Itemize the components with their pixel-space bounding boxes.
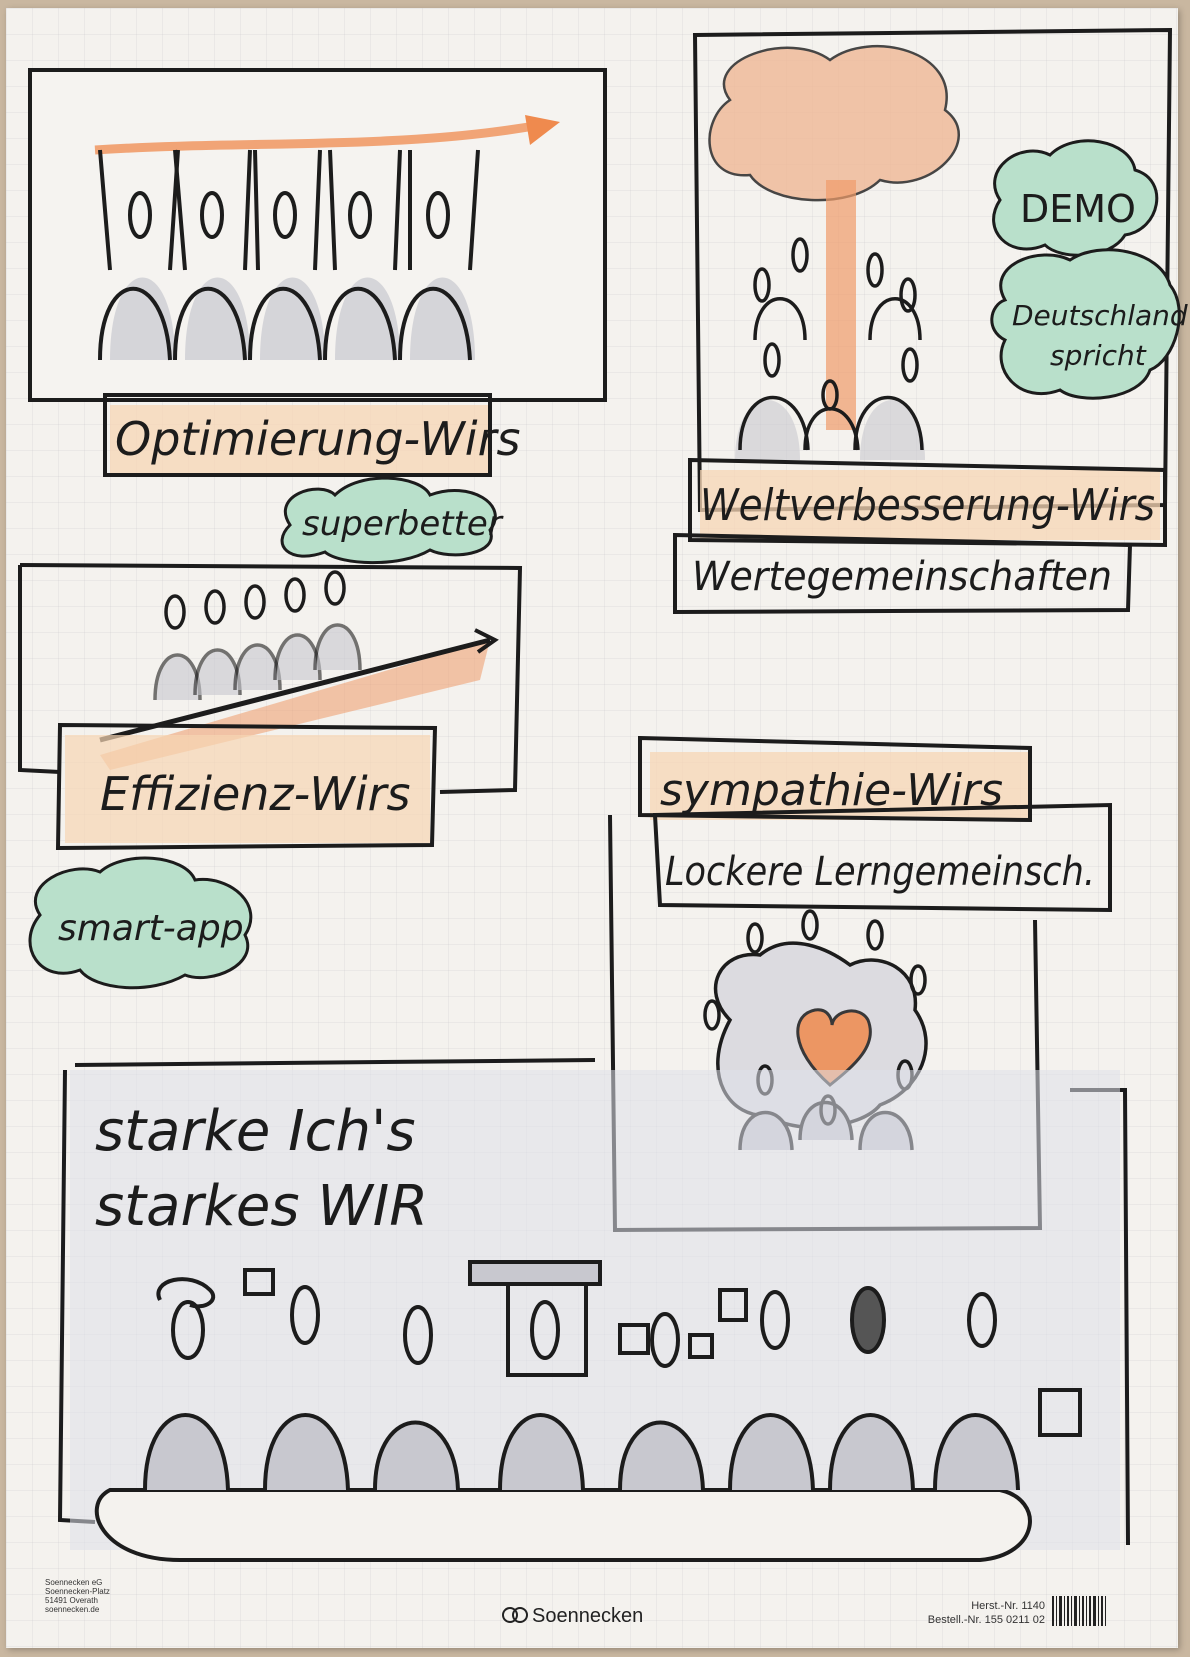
barcode-icon — [1052, 1596, 1106, 1626]
idea-tree-icon — [708, 45, 960, 202]
footer-address-3: 51491 Overath — [45, 1596, 98, 1605]
starke-line-2: starkes WIR — [95, 1174, 428, 1239]
cloud-label-spricht: spricht — [1050, 339, 1147, 372]
cloud-label-deutschland: Deutschland — [1012, 299, 1188, 332]
people-group-arms-up-icon — [98, 149, 480, 361]
cloud-label-demo: DEMO — [1020, 187, 1136, 231]
footer-address-4: soennecken.de — [45, 1605, 100, 1614]
cloud-label-superbetter: superbetter — [302, 504, 504, 544]
panel-weltverbesserung: DEMO Deutschland spricht Weltverbesserun… — [673, 27, 1188, 615]
panel-subtitle-lockere: Lockere Lerngemeinsch. — [665, 849, 1095, 895]
panel-starke: starke Ich's starkes WIR — [57, 1058, 1120, 1562]
starke-line-1: starke Ich's — [95, 1099, 416, 1164]
soennecken-logo-icon — [502, 1607, 518, 1623]
cloud-icon — [280, 476, 497, 565]
panel-title-weltverbesserung: Weltverbesserung-Wirs — [700, 480, 1155, 531]
panel-effizienz: Effizienz-Wirs smart-app — [18, 563, 523, 990]
panel-optimierung: Optimierung-Wirs superbetter — [28, 68, 607, 565]
round-table-icon — [94, 1488, 1032, 1562]
cloud-icon — [992, 139, 1159, 257]
panel-subtitle-wertegemeinschaften: Wertegemeinschaften — [692, 554, 1112, 600]
heart-icon — [796, 1008, 872, 1087]
arrow-head-icon — [474, 628, 499, 654]
footer-brand: Soennecken — [532, 1605, 643, 1627]
cloud-label-smart-app: smart-app — [58, 908, 244, 949]
people-group-icon — [153, 570, 362, 701]
cloud-icon — [28, 856, 253, 990]
footer-bestell: Bestell.-Nr. 155 0211 02 — [928, 1614, 1045, 1626]
arrow-head-icon — [525, 115, 560, 145]
footer-address-2: Soennecken-Platz — [45, 1587, 110, 1596]
panel-title-effizienz: Effizienz-Wirs — [100, 767, 411, 821]
footer: Soennecken eG Soennecken-Platz 51491 Ove… — [45, 1578, 1106, 1627]
cloud-icon — [990, 248, 1181, 400]
people-group-icon — [735, 237, 925, 460]
panel-title-optimierung: Optimierung-Wirs — [115, 412, 520, 466]
footer-herst: Herst.-Nr. 1140 — [971, 1600, 1045, 1612]
people-at-table-icon — [143, 1260, 1082, 1491]
orange-arrow-icon — [94, 120, 541, 155]
footer-address-1: Soennecken eG — [45, 1578, 102, 1587]
